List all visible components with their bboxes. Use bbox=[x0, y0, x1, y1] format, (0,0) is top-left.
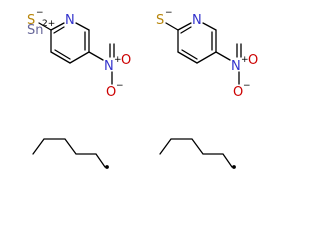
left-thiolate-charge: − bbox=[36, 8, 44, 18]
right-bond-n1-c2 bbox=[177, 22, 192, 31]
left-nitro-o-charge: − bbox=[116, 81, 124, 91]
right-bond-c6-n1 bbox=[202, 22, 217, 31]
right-double-c3-c4 bbox=[181, 49, 198, 60]
left-tin: Sn bbox=[27, 23, 44, 38]
right-nitro-o-charge: − bbox=[243, 81, 251, 91]
left-double-c3-c4 bbox=[54, 49, 71, 60]
right-bond-c2-s bbox=[165, 22, 179, 31]
right-nitro-o-single: O bbox=[233, 85, 243, 100]
left-bond-c4-c5 bbox=[69, 51, 90, 64]
right-butyl-radical bbox=[159, 138, 236, 169]
right-bond-c5-nitro bbox=[215, 51, 231, 61]
left-nitropyridine-thiolate: S − Sn 2+ N N + O O − bbox=[27, 8, 131, 100]
structure-canvas: S − Sn 2+ N N + O O − S − N N bbox=[27, 8, 258, 169]
left-nitro-o-double: O bbox=[121, 53, 131, 68]
left-bond-c3-c4 bbox=[50, 51, 71, 64]
left-double-c2-n1 bbox=[53, 26, 65, 34]
right-nitro-n-charge: + bbox=[241, 55, 249, 65]
right-butyl-chain bbox=[159, 138, 233, 168]
right-thiolate-s: S bbox=[156, 13, 164, 28]
left-bond-n1-c2 bbox=[50, 22, 65, 31]
right-bond-c4-c5 bbox=[196, 51, 217, 64]
left-bond-c2-s bbox=[38, 22, 52, 31]
right-nitropyridine-thiolate: S − N N + O O − bbox=[156, 8, 258, 100]
right-nitro-o-double: O bbox=[248, 53, 258, 68]
left-nitro-o-single: O bbox=[106, 85, 116, 100]
right-thiolate-charge: − bbox=[165, 8, 173, 18]
right-bond-c3-c4 bbox=[177, 51, 198, 64]
left-radical-dot bbox=[105, 165, 109, 169]
right-nitro-n: N bbox=[231, 59, 241, 74]
left-tin-charge: 2+ bbox=[42, 19, 55, 29]
left-bond-c5-nitro bbox=[88, 51, 104, 61]
right-ring-n: N bbox=[192, 13, 202, 28]
right-double-c2-n1 bbox=[180, 26, 192, 34]
left-nitro-n: N bbox=[104, 59, 114, 74]
left-butyl-radical bbox=[32, 138, 109, 169]
left-butyl-chain bbox=[32, 138, 106, 168]
left-ring-n: N bbox=[65, 13, 75, 28]
right-radical-dot bbox=[232, 165, 236, 169]
left-bond-c6-n1 bbox=[75, 22, 90, 31]
left-thiolate-s: S bbox=[27, 13, 35, 28]
left-nitro-n-charge: + bbox=[114, 55, 122, 65]
